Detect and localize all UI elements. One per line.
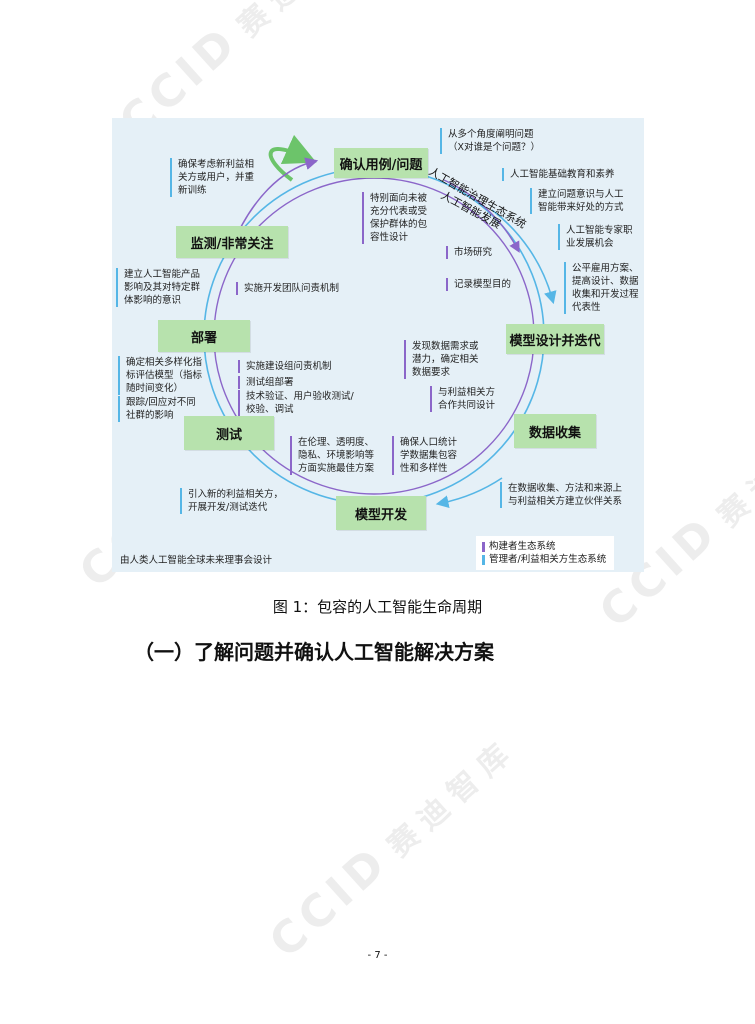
note-model-purpose: 记录模型目的 (446, 278, 511, 291)
note-career: 人工智能专家职业发展机会 (558, 224, 633, 250)
section-heading: （一）了解问题并确认人工智能解决方案 (134, 640, 494, 664)
note-multi-angle: 从多个角度阐明问题（X对谁是个问题？） (440, 128, 540, 154)
legend-swatch-manager (482, 554, 485, 565)
note-track-impact: 跟踪/回应对不同社群的影响 (118, 396, 196, 422)
note-retraining: 确保考虑新利益相关方或用户，并重新训练 (170, 158, 254, 197)
figure-credit: 由人类人工智能全球未来理事会设计 (120, 555, 273, 566)
stage-monitoring: 监测/非常关注 (176, 226, 288, 258)
stage-model-design: 模型设计并迭代 (506, 324, 604, 354)
stage-deployment: 部署 (158, 320, 250, 352)
feedback-arrow (268, 134, 317, 182)
legend-item-builder: 构建者生态系统 (482, 540, 606, 553)
lifecycle-diagram: 确认用例/问题 模型设计并迭代 数据收集 模型开发 测试 部署 监测/非常关注 … (112, 118, 644, 572)
note-product-impact: 建立人工智能产品影响及其对特定群体影响的意识 (116, 268, 200, 307)
legend-label-manager: 管理者/利益相关方生态系统 (489, 554, 607, 565)
note-fair-hiring: 公平雇用方案、提高设计、数据收集和开发过程代表性 (564, 262, 639, 314)
stage-model-development: 模型开发 (336, 496, 426, 530)
note-dataset-diversity: 确保人口统计学数据集包容性和多样性 (392, 436, 457, 475)
stage-testing: 测试 (184, 416, 274, 450)
figure-caption: 图 1：包容的人工智能生命周期 (272, 598, 483, 616)
note-ai-education: 人工智能基础教育和素养 (502, 168, 615, 181)
watermark: CCID赛迪智库 (260, 731, 524, 968)
note-problem-awareness: 建立问题意识与人工智能带来好处的方式 (530, 188, 624, 214)
stage-confirm-use-case: 确认用例/问题 (334, 148, 428, 178)
note-inclusive-design: 特别面向未被充分代表或受保护群体的包容性设计 (362, 192, 427, 244)
note-build-accountability: 实施建设组问责机制 (238, 360, 332, 373)
note-market-research: 市场研究 (446, 246, 492, 259)
legend-item-manager: 管理者/利益相关方生态系统 (482, 553, 606, 566)
page-number: - 7 - (367, 950, 388, 961)
note-dev-accountability: 实施开发团队问责机制 (236, 282, 339, 295)
note-data-partnership: 在数据收集、方法和来源上与利益相关方建立伙伴关系 (500, 482, 622, 508)
note-data-needs: 发现数据需求或潜力，确定相关数据要求 (404, 340, 479, 379)
figure-legend: 构建者生态系统 管理者/利益相关方生态系统 (476, 536, 615, 570)
legend-label-builder: 构建者生态系统 (489, 541, 556, 552)
note-test-deploy: 测试组部署 (238, 376, 294, 389)
note-diverse-metrics: 确定相关多样化指标评估模型（指标随时间变化） (118, 356, 202, 395)
note-validation: 技术验证、用户验收测试/校验、调试 (238, 390, 354, 416)
stage-data-collection: 数据收集 (514, 414, 596, 448)
note-co-design: 与利益相关方合作共同设计 (430, 386, 495, 412)
legend-swatch-builder (482, 541, 485, 552)
note-new-stakeholders: 引入新的利益相关方，开展开发/测试迭代 (180, 488, 283, 514)
note-best-practice: 在伦理、透明度、隐私、环境影响等方面实施最佳方案 (290, 436, 374, 475)
